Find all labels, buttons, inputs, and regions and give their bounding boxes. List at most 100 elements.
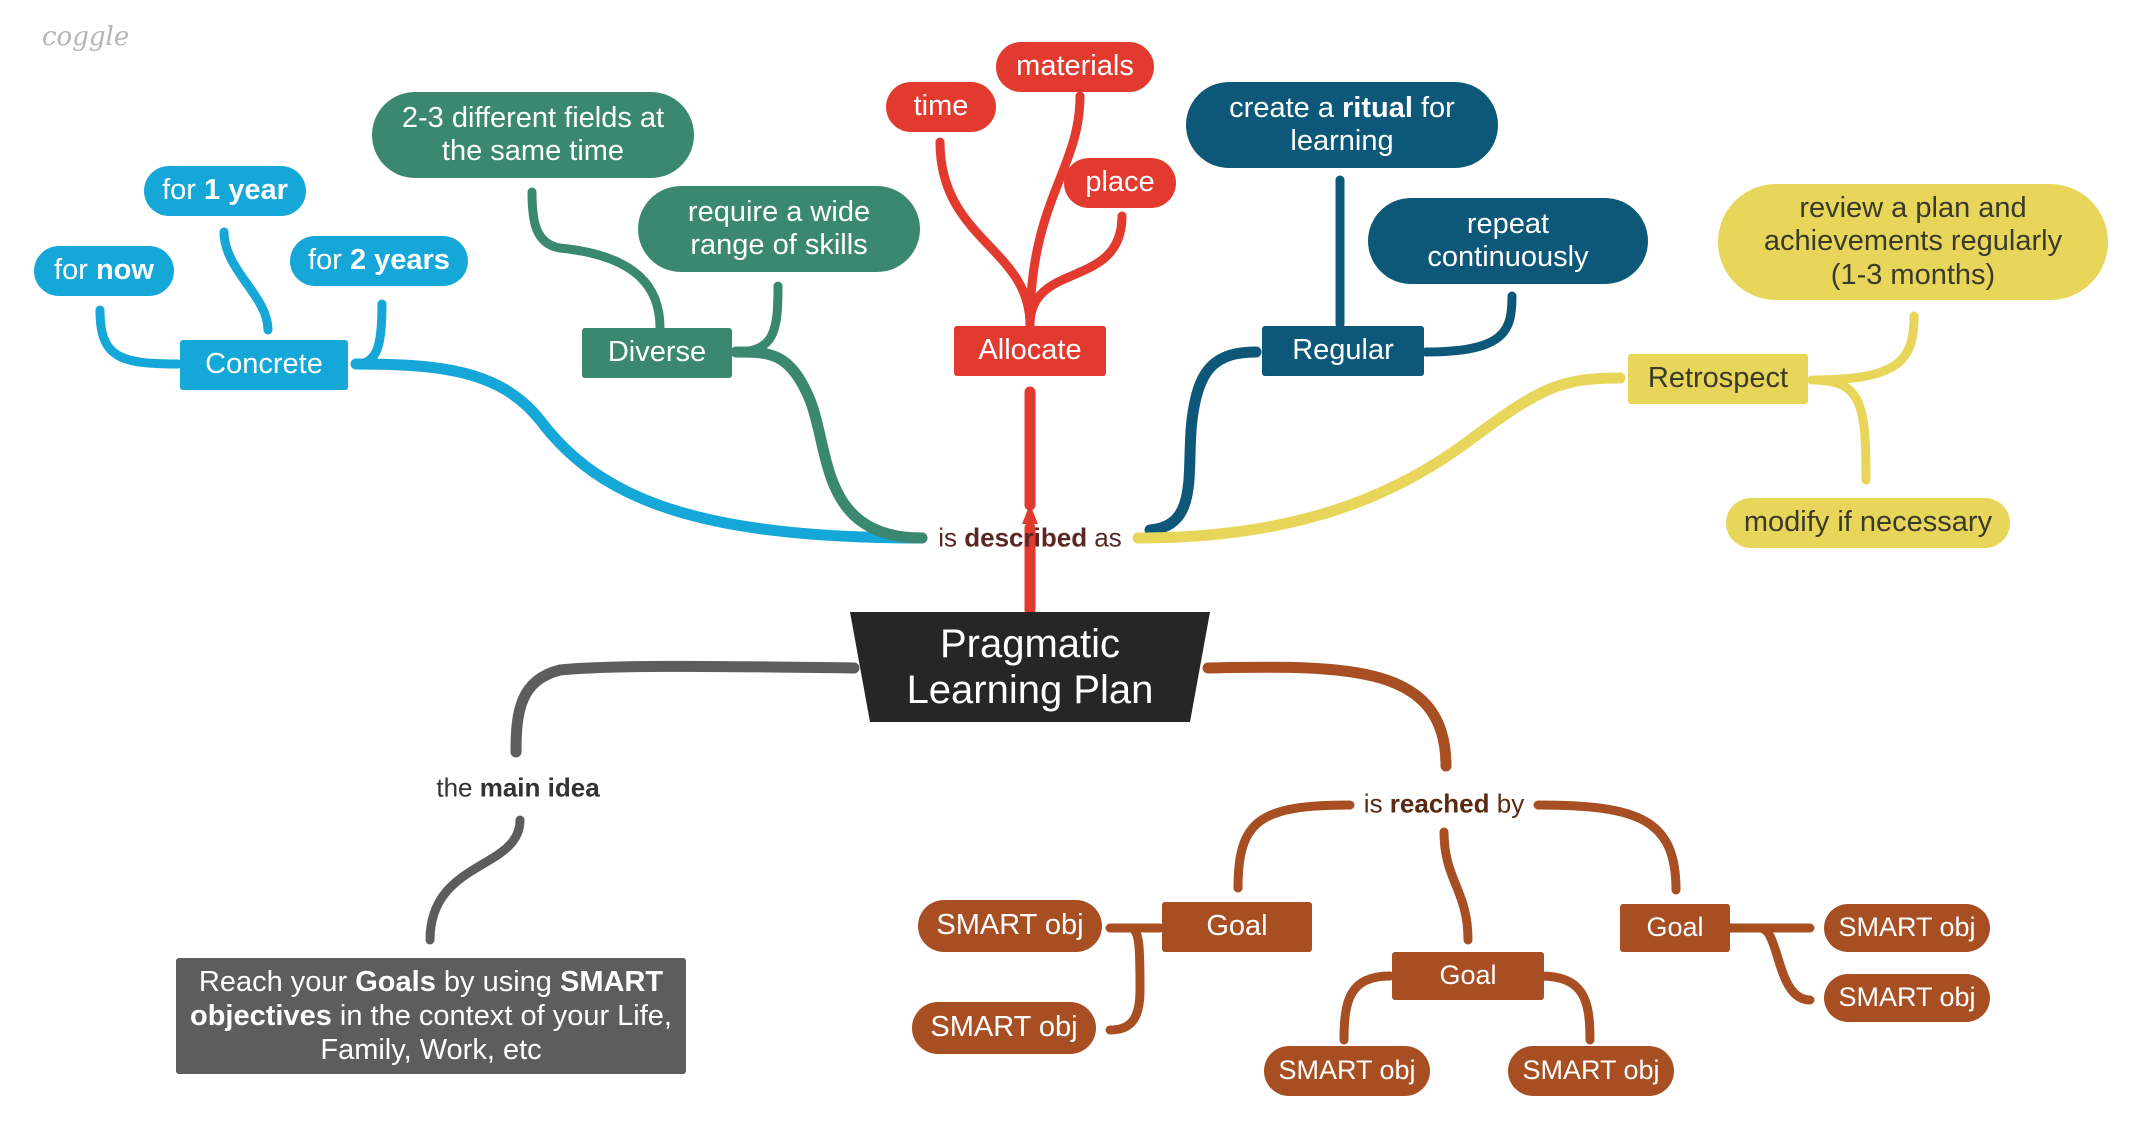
- ritual-pre: create a: [1229, 91, 1343, 124]
- main-idea-box-b2: SMART: [559, 966, 664, 998]
- regular-branch: [1144, 346, 1262, 536]
- review-node[interactable]: review a plan and achievements regularly…: [1718, 184, 2108, 300]
- described-pre: is: [938, 522, 965, 553]
- for-2-years-node[interactable]: for 2 years: [290, 236, 468, 286]
- smart-obj-label: SMART obj: [930, 1011, 1078, 1044]
- diverse-node[interactable]: Diverse: [582, 328, 732, 378]
- ritual-node[interactable]: create a ritual for learning: [1186, 82, 1498, 168]
- concrete-node[interactable]: Concrete: [180, 340, 348, 390]
- review-line2: achievements regularly: [1763, 225, 2063, 258]
- smart-obj-mid-1[interactable]: SMART obj: [1264, 1046, 1430, 1096]
- for-2-years-bold: 2 years: [349, 244, 450, 277]
- central-line1: Pragmatic: [939, 622, 1121, 666]
- central-line2: Learning Plan: [906, 668, 1154, 712]
- review-line1: review a plan and: [1799, 191, 2027, 224]
- time-node[interactable]: time: [886, 82, 996, 132]
- diverse-label: Diverse: [607, 336, 707, 369]
- ritual-line1: create a ritual for: [1229, 92, 1455, 125]
- reached-post: by: [1489, 788, 1525, 819]
- central-node-shape: [850, 612, 1210, 722]
- smart-obj-right-1[interactable]: SMART obj: [1824, 904, 1990, 952]
- for-1-year-bold: 1 year: [204, 174, 288, 207]
- main-idea-connector[interactable]: the main idea: [436, 773, 599, 804]
- reached-pre: is: [1363, 788, 1390, 819]
- main-idea-box-b3: objectives: [190, 1000, 332, 1032]
- concrete-2years-branch: [351, 299, 387, 369]
- diverse-skills-branch: [731, 281, 783, 357]
- repeat-node[interactable]: repeat continuously: [1368, 198, 1648, 284]
- smart-obj-right-2[interactable]: SMART obj: [1824, 974, 1990, 1022]
- described-post: as: [1087, 522, 1122, 553]
- diverse-skills-line1: require a wide: [687, 195, 871, 228]
- for-now-node[interactable]: for now: [34, 246, 174, 296]
- for-now-bold: now: [95, 254, 154, 287]
- described-connector[interactable]: is described as: [938, 523, 1122, 554]
- retrospect-branch: [1132, 372, 1626, 544]
- ritual-line2: learning: [1290, 125, 1394, 157]
- retrospect-node[interactable]: Retrospect: [1628, 354, 1808, 404]
- central-node-text: Pragmatic Learning Plan: [907, 621, 1154, 713]
- central-node[interactable]: Pragmatic Learning Plan: [850, 612, 1210, 722]
- main-idea-box-p1: Reach your: [198, 966, 356, 998]
- smart-obj-label: SMART obj: [1278, 1055, 1416, 1086]
- place-label: place: [1085, 166, 1155, 199]
- materials-node[interactable]: materials: [996, 42, 1154, 92]
- goal-right-label: Goal: [1646, 912, 1704, 943]
- main-idea-box-branch: [425, 815, 525, 945]
- goal-mid-smart1-branch: [1339, 971, 1395, 1045]
- coggle-logo: coggle: [42, 22, 130, 52]
- diverse-fields-line2: the same time: [441, 135, 625, 167]
- ritual-post: for: [1412, 91, 1455, 124]
- regular-label: Regular: [1292, 334, 1394, 367]
- main-idea-box-b1: Goals: [355, 966, 436, 998]
- goal-mid-smart2-branch: [1535, 971, 1595, 1045]
- reached-connector[interactable]: is reached by: [1364, 789, 1524, 820]
- main-idea-branch: [510, 660, 860, 758]
- goal-right-node[interactable]: Goal: [1620, 904, 1730, 952]
- for-1-year-node[interactable]: for 1 year: [144, 166, 306, 216]
- trunk-arrow: [1022, 504, 1038, 524]
- smart-obj-left-2[interactable]: SMART obj: [912, 1002, 1096, 1054]
- smart-obj-label: SMART obj: [936, 909, 1084, 942]
- retrospect-modify-branch: [1807, 375, 1871, 485]
- main-idea-pre: the: [436, 772, 480, 803]
- main-idea-box-line1: Reach your Goals by using SMART: [199, 965, 663, 999]
- main-idea-box-line2: objectives in the context of your Life,: [190, 999, 672, 1033]
- main-idea-box-p2: by using: [435, 966, 560, 998]
- main-idea-box[interactable]: Reach your Goals by using SMART objectiv…: [176, 958, 686, 1074]
- allocate-label: Allocate: [978, 334, 1082, 367]
- smart-obj-label: SMART obj: [1838, 912, 1976, 943]
- diverse-fields-node[interactable]: 2-3 different fields at the same time: [372, 92, 694, 178]
- for-2-years-pre: for: [308, 244, 342, 277]
- modify-label: modify if necessary: [1743, 506, 1993, 539]
- review-line3: (1-3 months): [1830, 258, 1996, 291]
- diverse-fields-line1: 2-3 different fields at: [401, 101, 665, 134]
- ritual-bold: ritual: [1342, 91, 1413, 124]
- goal-mid-node[interactable]: Goal: [1392, 952, 1544, 1000]
- smart-obj-label: SMART obj: [1522, 1055, 1660, 1086]
- retrospect-label: Retrospect: [1647, 362, 1789, 395]
- smart-obj-left-1[interactable]: SMART obj: [918, 900, 1102, 952]
- allocate-time-branch: [935, 137, 1035, 330]
- smart-obj-mid-2[interactable]: SMART obj: [1508, 1046, 1674, 1096]
- reached-bold: reached: [1389, 788, 1490, 819]
- smart-obj-label: SMART obj: [1838, 982, 1976, 1013]
- concrete-branch: [350, 358, 928, 544]
- allocate-place-branch: [1025, 211, 1127, 330]
- modify-node[interactable]: modify if necessary: [1726, 498, 2010, 548]
- allocate-node[interactable]: Allocate: [954, 326, 1106, 376]
- for-1-year-pre: for: [162, 174, 196, 207]
- described-bold: described: [964, 522, 1088, 553]
- concrete-1year-branch: [219, 227, 273, 335]
- place-node[interactable]: place: [1064, 158, 1176, 208]
- reached-mid-branch: [1439, 827, 1473, 945]
- goal-right-smart2-branch: [1755, 923, 1815, 1005]
- regular-node[interactable]: Regular: [1262, 326, 1424, 376]
- concrete-label: Concrete: [205, 348, 323, 381]
- diverse-skills-node[interactable]: require a wide range of skills: [638, 186, 920, 272]
- time-label: time: [913, 90, 969, 123]
- diverse-branch: [730, 346, 928, 544]
- main-idea-box-line3: Family, Work, etc: [320, 1034, 542, 1066]
- goal-left-node[interactable]: Goal: [1162, 902, 1312, 952]
